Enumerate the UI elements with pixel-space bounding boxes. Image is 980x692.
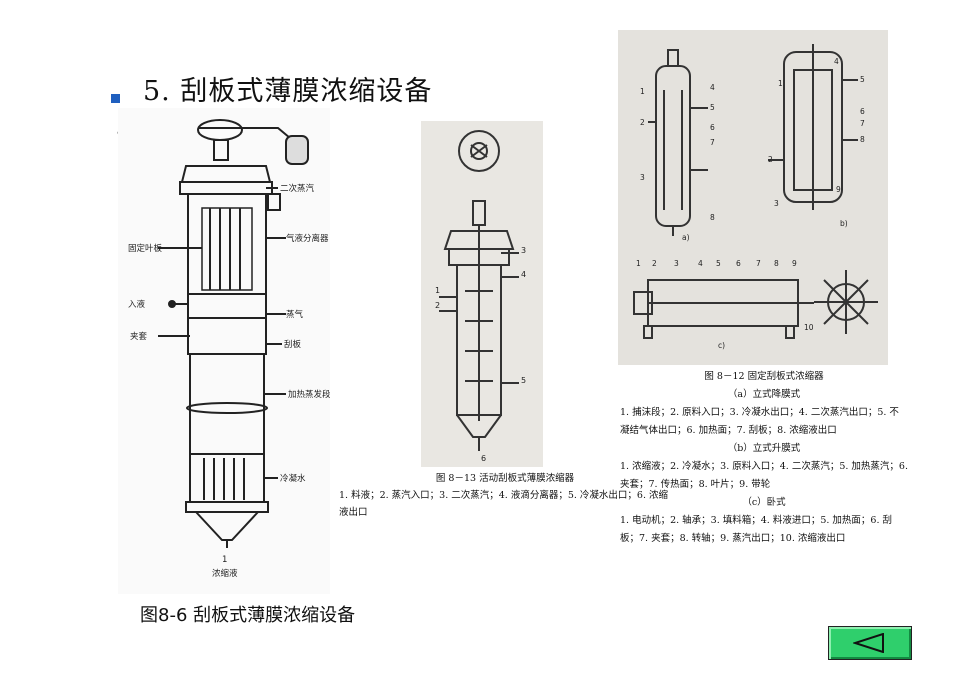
b-5: 5 xyxy=(860,75,865,84)
b-4: 4 xyxy=(834,57,839,66)
bullet-square xyxy=(111,94,120,103)
slide-heading: 5. 刮板式薄膜浓缩设备 xyxy=(143,76,433,107)
figure-8-13-image: 1 2 3 4 5 6 xyxy=(421,121,543,467)
label-heating-section: 加热蒸发段 xyxy=(288,389,330,400)
triangle-left-icon xyxy=(853,633,884,653)
c-3: 3 xyxy=(674,259,679,268)
mid-num-1: 1 xyxy=(435,286,440,295)
a-3: 3 xyxy=(640,173,645,182)
b-3: 3 xyxy=(774,199,779,208)
label-concentrate: 浓缩液 xyxy=(212,568,238,579)
b-7: 7 xyxy=(860,119,865,128)
c-9: 9 xyxy=(792,259,797,268)
sub-c-title: （c）卧式 xyxy=(742,497,786,508)
a-2: 2 xyxy=(640,118,645,127)
c-label: c) xyxy=(718,341,725,350)
figure-8-12-caption: 图 8－12 固定刮板式浓缩器 （a）立式降膜式 1. 捕沫段；2. 原料入口；… xyxy=(620,368,908,548)
c-8: 8 xyxy=(774,259,779,268)
a-8: 8 xyxy=(710,213,715,222)
c-6: 6 xyxy=(736,259,741,268)
figure-8-13-legend: 1. 料液；2. 蒸汽入口；3. 二次蒸汽；4. 液滴分离器；5. 冷凝水出口；… xyxy=(339,490,669,518)
mid-num-4: 4 xyxy=(521,270,526,279)
figure-8-12-image: 1 2 3 4 5 6 7 8 a) 1 2 3 4 5 6 7 8 9 b) … xyxy=(618,30,888,365)
b-6: 6 xyxy=(860,107,865,116)
c-7: 7 xyxy=(756,259,761,268)
a-5: 5 xyxy=(710,103,715,112)
sub-c-text: 1. 电动机；2. 轴承；3. 填料箱；4. 料液进口；5. 加热面；6. 刮板… xyxy=(620,515,893,544)
figure-8-6-caption: 图8-6 刮板式薄膜浓缩设备 xyxy=(140,605,356,626)
figure-8-12-title: 图 8－12 固定刮板式浓缩器 xyxy=(704,371,824,382)
label-condensate: 冷凝水 xyxy=(280,473,306,484)
mid-num-5: 5 xyxy=(521,376,526,385)
label-jacket: 夹套 xyxy=(130,331,148,342)
figure-8-13-caption: 图 8－13 活动刮板式薄膜浓缩器 1. 料液；2. 蒸汽入口；3. 二次蒸汽；… xyxy=(339,470,671,521)
a-4: 4 xyxy=(710,83,715,92)
label-separator: 气液分离器 xyxy=(286,233,329,244)
b-label: b) xyxy=(840,219,848,228)
c-4: 4 xyxy=(698,259,703,268)
c-1: 1 xyxy=(636,259,641,268)
sub-b-title: （b）立式升膜式 xyxy=(727,443,801,454)
c-2: 2 xyxy=(652,259,657,268)
sub-a-text: 1. 捕沫段；2. 原料入口；3. 冷凝水出口；4. 二次蒸汽出口；5. 不凝结… xyxy=(620,407,899,436)
label-secondary-steam: 二次蒸汽 xyxy=(280,183,315,194)
b-2: 2 xyxy=(768,155,773,164)
a-6: 6 xyxy=(710,123,715,132)
mid-num-6: 6 xyxy=(481,454,486,463)
figure-8-13-title: 图 8－13 活动刮板式薄膜浓缩器 xyxy=(435,473,575,484)
sub-a-title: （a）立式降膜式 xyxy=(727,389,801,400)
figure-8-12-drawing: 1 2 3 4 5 6 7 8 a) 1 2 3 4 5 6 7 8 9 b) … xyxy=(633,44,878,350)
label-one: 1 xyxy=(222,555,227,565)
figure-8-13-drawing: 1 2 3 4 5 6 xyxy=(435,130,526,463)
label-feed-in: 入液 xyxy=(128,299,146,310)
mid-num-2: 2 xyxy=(435,301,440,310)
mid-num-3: 3 xyxy=(521,246,526,255)
label-scraper: 刮板 xyxy=(284,339,302,350)
sub-b-text: 1. 浓缩液；2. 冷凝水；3. 原料入口；4. 二次蒸汽；5. 加热蒸汽；6.… xyxy=(620,461,908,490)
b-9: 9 xyxy=(836,185,841,194)
figure-8-6-drawing: 二次蒸汽 固定叶板 气液分离器 入液 蒸气 夹套 刮板 加热蒸发段 冷凝水 1 … xyxy=(128,119,331,579)
c-10: 10 xyxy=(804,323,814,332)
a-label: a) xyxy=(682,233,690,242)
label-fixed-blade: 固定叶板 xyxy=(128,243,163,254)
b-8: 8 xyxy=(860,135,865,144)
c-5: 5 xyxy=(716,259,721,268)
a-7: 7 xyxy=(710,138,715,147)
b-1: 1 xyxy=(778,79,783,88)
back-button[interactable] xyxy=(828,626,912,660)
figure-8-6-image: 二次蒸汽 固定叶板 气液分离器 入液 蒸气 夹套 刮板 加热蒸发段 冷凝水 1 … xyxy=(118,108,331,594)
label-steam: 蒸气 xyxy=(286,309,304,320)
a-1: 1 xyxy=(640,87,645,96)
